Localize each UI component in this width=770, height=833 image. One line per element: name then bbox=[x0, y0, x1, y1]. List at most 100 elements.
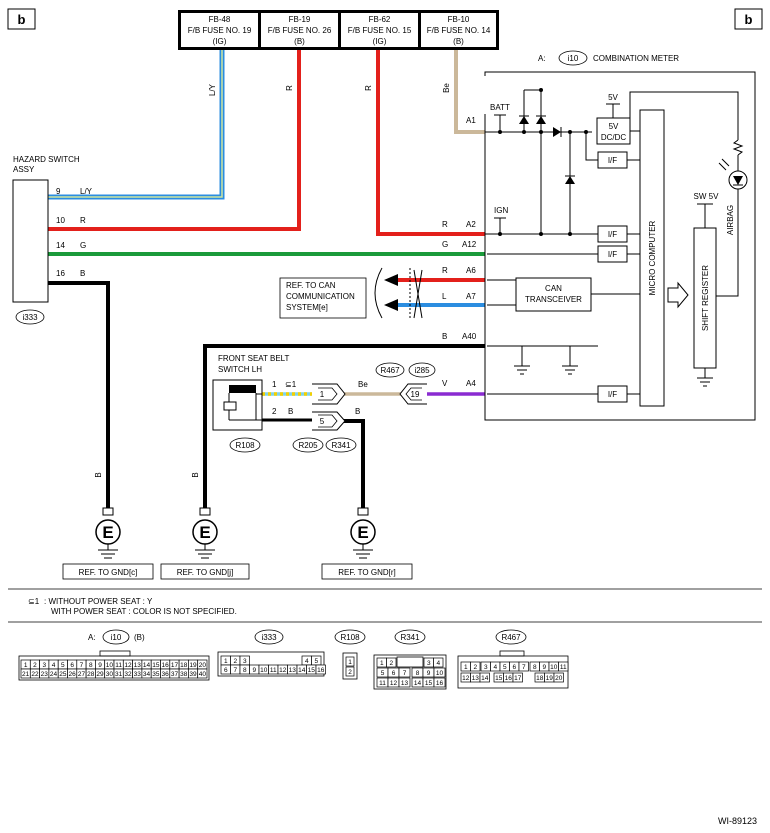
svg-text:B: B bbox=[288, 407, 293, 416]
svg-text:i10: i10 bbox=[111, 633, 122, 642]
svg-text:FB-48: FB-48 bbox=[209, 15, 231, 24]
r467-pin-label: 20 bbox=[555, 675, 563, 682]
r467-pin-label: 14 bbox=[481, 675, 489, 682]
r341-pin-label: 12 bbox=[390, 680, 398, 687]
svg-text:G: G bbox=[442, 240, 448, 249]
svg-text:b: b bbox=[18, 12, 26, 27]
svg-text:A12: A12 bbox=[462, 240, 477, 249]
document-id: WI-89123 bbox=[718, 816, 757, 826]
i10-pin-label: 21 bbox=[22, 671, 30, 678]
connector-housing bbox=[499, 650, 525, 657]
i333-pin-label: 4 bbox=[305, 658, 309, 665]
can-l-arrow-icon bbox=[384, 299, 398, 311]
r341-pin-label: 2 bbox=[389, 660, 393, 667]
r341-pin-label: 1 bbox=[380, 660, 384, 667]
r341-pin-cell bbox=[398, 677, 411, 688]
svg-text:i333: i333 bbox=[261, 633, 277, 642]
svg-text:i285: i285 bbox=[414, 366, 430, 375]
svg-text:R: R bbox=[285, 85, 294, 91]
ground-j: E REF. TO GND[j] bbox=[160, 507, 250, 580]
r341-pin-label: 3 bbox=[427, 660, 431, 667]
svg-text:2: 2 bbox=[272, 407, 277, 416]
r467-pin-cell bbox=[470, 661, 481, 672]
i10-pin-label: 34 bbox=[143, 671, 151, 678]
i10-pin-label: 40 bbox=[199, 671, 207, 678]
svg-text:CAN: CAN bbox=[545, 284, 562, 293]
r467-pin-label: 16 bbox=[505, 675, 513, 682]
svg-text:E: E bbox=[357, 523, 368, 542]
i10-pin-label: 19 bbox=[189, 662, 197, 669]
i10-pin-label: 38 bbox=[180, 671, 188, 678]
r467-pin-cell bbox=[512, 672, 523, 683]
harness-connectors: 1 5 19 Be B R467 i285 R205 R341 bbox=[292, 362, 436, 453]
svg-text:L/Y: L/Y bbox=[80, 187, 93, 196]
i10-pin-label: 25 bbox=[59, 671, 67, 678]
connector-housing bbox=[99, 650, 131, 657]
page-marker-right: b bbox=[734, 8, 763, 30]
svg-text:R: R bbox=[442, 220, 448, 229]
i10-pin-label: 1 bbox=[24, 662, 28, 669]
i333-pin-label: 10 bbox=[260, 667, 268, 674]
svg-text:REF. TO CAN: REF. TO CAN bbox=[286, 281, 336, 290]
svg-text:(B): (B) bbox=[453, 37, 464, 46]
svg-text:R467: R467 bbox=[501, 633, 521, 642]
hazard-switch-assy: HAZARD SWITCH ASSY 9 L/Y 10 R 14 G 16 B … bbox=[12, 155, 93, 325]
r108-pin-label: 1 bbox=[348, 659, 352, 666]
r467-pin-cell bbox=[518, 661, 529, 672]
ground-r: E REF. TO GND[r] bbox=[321, 507, 413, 580]
wire-b-hazard-gnd: B bbox=[48, 281, 110, 512]
i10-pin-label: 36 bbox=[162, 671, 170, 678]
i10-pin-label: 2 bbox=[33, 662, 37, 669]
svg-text:ASSY: ASSY bbox=[13, 165, 35, 174]
svg-text:V: V bbox=[442, 379, 448, 388]
r341-pin-label: 11 bbox=[379, 680, 386, 687]
r467-pin-label: 6 bbox=[512, 664, 516, 671]
i333-pin-label: 3 bbox=[243, 658, 247, 665]
svg-text:F/B FUSE NO. 19: F/B FUSE NO. 19 bbox=[188, 26, 252, 35]
r341-pin-label: 14 bbox=[414, 680, 422, 687]
svg-text:5: 5 bbox=[320, 417, 325, 426]
i10-pin-label: 8 bbox=[89, 662, 93, 669]
svg-text:: WITHOUT POWER SEAT : Y: : WITHOUT POWER SEAT : Y bbox=[44, 597, 153, 606]
i10-pin-label: 7 bbox=[80, 662, 84, 669]
svg-text:(B): (B) bbox=[134, 633, 145, 642]
r467-pin-label: 12 bbox=[462, 675, 470, 682]
front-seat-belt-switch: FRONT SEAT BELT SWITCH LH 1 ⊆1 2 B R108 bbox=[212, 354, 297, 453]
i10-pin-label: 29 bbox=[96, 671, 104, 678]
svg-text:I/F: I/F bbox=[608, 156, 617, 165]
connector-housing bbox=[457, 655, 569, 689]
r467-pin-label: 11 bbox=[560, 664, 567, 671]
svg-text:F/B FUSE NO. 26: F/B FUSE NO. 26 bbox=[268, 26, 332, 35]
i10-pin-label: 4 bbox=[52, 662, 56, 669]
svg-text:R: R bbox=[442, 266, 448, 275]
r467-pin-label: 13 bbox=[472, 675, 480, 682]
i10-pin-label: 39 bbox=[189, 671, 197, 678]
svg-text:L: L bbox=[442, 292, 447, 301]
svg-text:MICRO COMPUTER: MICRO COMPUTER bbox=[648, 220, 657, 295]
r467-pin-cell bbox=[553, 672, 564, 683]
wire-b-belt-gnd bbox=[262, 418, 365, 512]
svg-text:1: 1 bbox=[320, 390, 325, 399]
r341-pin-label: 4 bbox=[436, 660, 440, 667]
svg-text:A:: A: bbox=[538, 54, 546, 63]
can-h-arrow-icon bbox=[384, 274, 398, 286]
svg-text:i333: i333 bbox=[22, 313, 38, 322]
svg-text:F/B FUSE NO. 15: F/B FUSE NO. 15 bbox=[348, 26, 412, 35]
r341-pin-label: 9 bbox=[427, 670, 431, 677]
i10-pin-label: 16 bbox=[162, 662, 170, 669]
r467-pin-label: 8 bbox=[533, 664, 537, 671]
r467-pin-cell bbox=[558, 661, 569, 672]
svg-text:F/B FUSE NO. 14: F/B FUSE NO. 14 bbox=[427, 26, 491, 35]
i10-pin-label: 11 bbox=[115, 662, 122, 669]
svg-text:BATT: BATT bbox=[490, 103, 510, 112]
svg-text:(IG): (IG) bbox=[213, 37, 227, 46]
i10-pin-label: 10 bbox=[106, 662, 114, 669]
svg-text:SW 5V: SW 5V bbox=[694, 192, 720, 201]
i333-pin-label: 6 bbox=[224, 667, 228, 674]
i10-pin-label: 5 bbox=[61, 662, 65, 669]
i333-pin-label: 5 bbox=[314, 658, 318, 665]
i333-pin-cell bbox=[315, 664, 326, 675]
